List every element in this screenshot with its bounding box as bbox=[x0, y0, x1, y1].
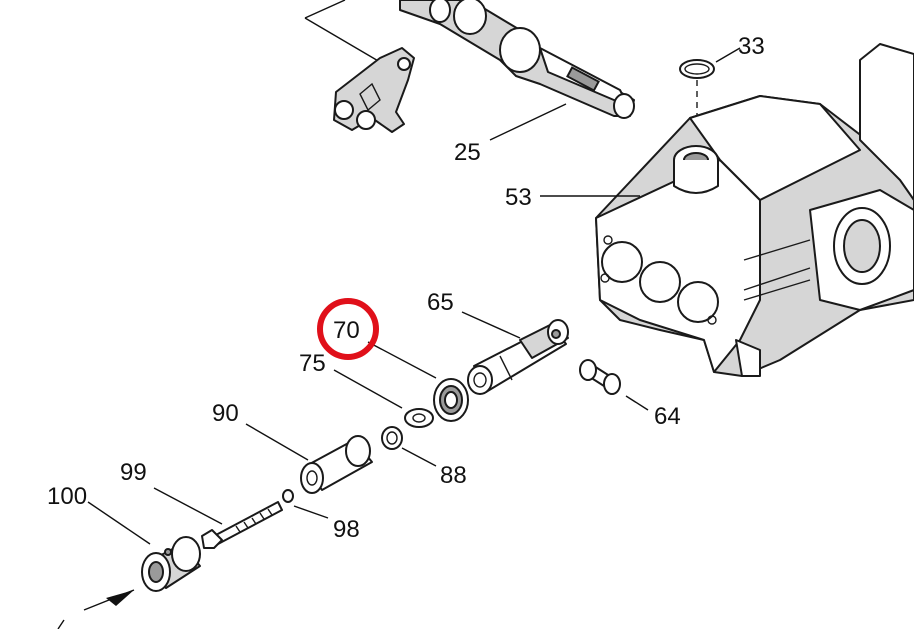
part-label-100: 100 bbox=[47, 483, 87, 510]
washer-part bbox=[404, 408, 434, 428]
oil-seal-part bbox=[433, 378, 469, 422]
part-label-98: 98 bbox=[333, 516, 360, 543]
plunger-part bbox=[300, 435, 373, 494]
part-label-99: 99 bbox=[120, 459, 147, 486]
part-label-53: 53 bbox=[505, 184, 532, 211]
part-label-75: 75 bbox=[299, 350, 326, 377]
connecting-rod-part bbox=[304, 0, 415, 133]
leader-lines bbox=[87, 47, 741, 545]
highlight-circle bbox=[317, 298, 379, 360]
part-label-65: 65 bbox=[427, 289, 454, 316]
plunger-bolt-part bbox=[201, 501, 283, 549]
small-washer-part bbox=[282, 489, 294, 503]
plunger-guide-part bbox=[467, 319, 569, 395]
part-label-88: 88 bbox=[440, 462, 467, 489]
wrist-pin-part bbox=[579, 359, 621, 395]
part-label-25: 25 bbox=[454, 139, 481, 166]
part-label-90: 90 bbox=[212, 400, 239, 427]
part-label-64: 64 bbox=[654, 403, 681, 430]
crankshaft-part bbox=[399, 0, 635, 119]
assembly-direction-arrow bbox=[57, 589, 135, 629]
retaining-ring-part bbox=[381, 426, 403, 450]
plunger-nut-part bbox=[141, 536, 201, 592]
part-label-70: 70 bbox=[333, 317, 360, 344]
crankcase-housing-part bbox=[595, 43, 914, 377]
part-label-33: 33 bbox=[738, 33, 765, 60]
